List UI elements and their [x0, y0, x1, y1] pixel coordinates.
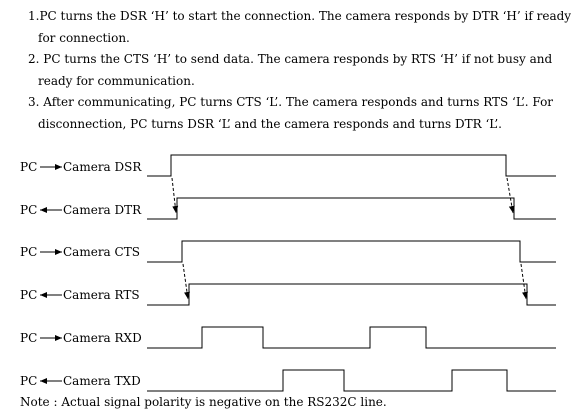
- signal-label-pc: PC: [20, 288, 37, 302]
- dtr-waveform: [147, 197, 556, 220]
- cts-waveform: [147, 240, 556, 263]
- signal-row-cts: PC Camera CTS: [20, 240, 556, 263]
- signal-label-name: Camera TXD: [63, 374, 141, 388]
- signal-label-name: Camera DSR: [63, 160, 142, 174]
- step-3-line-1: 3. After communicating, PC turns CTS ‘L’…: [28, 95, 554, 109]
- signal-label-pc: PC: [20, 374, 37, 388]
- signal-row-rxd: PC Camera RXD: [20, 326, 556, 349]
- dsr-to-dtr-fall-dependency: [506, 177, 515, 214]
- signal-label-pc: PC: [20, 245, 37, 259]
- step-1-line-1: 1.PC turns the DSR ‘H’ to start the conn…: [28, 9, 572, 23]
- signal-label-name: Camera RXD: [63, 331, 142, 345]
- polarity-note: Note : Actual signal polarity is negativ…: [20, 395, 387, 409]
- rxd-waveform: [147, 326, 556, 349]
- step-2-line-2: ready for communication.: [38, 74, 195, 88]
- dsr-waveform: [147, 154, 556, 177]
- cts-to-rts-fall-dependency: [520, 263, 528, 300]
- signal-label-pc: PC: [20, 203, 37, 217]
- signal-label-name: Camera RTS: [63, 288, 140, 302]
- signal-label-name: Camera DTR: [63, 203, 142, 217]
- signal-row-dsr: PC Camera DSR: [20, 154, 556, 177]
- step-2-line-1: 2. PC turns the CTS ‘H’ to send data. Th…: [28, 52, 553, 66]
- step-1-line-2: for connection.: [38, 31, 130, 45]
- cts-to-rts-rise-dependency: [182, 263, 190, 300]
- signal-label-pc: PC: [20, 160, 37, 174]
- rts-waveform: [147, 283, 556, 306]
- step-3-line-2: disconnection, PC turns DSR ‘L’ and the …: [38, 117, 502, 131]
- signal-row-dtr: PC Camera DTR: [20, 177, 556, 220]
- signal-label-name: Camera CTS: [63, 245, 140, 259]
- txd-waveform: [147, 369, 556, 392]
- signal-row-txd: PC Camera TXD: [20, 369, 556, 392]
- signal-label-pc: PC: [20, 331, 37, 345]
- dsr-to-dtr-rise-dependency: [171, 177, 179, 214]
- signal-row-rts: PC Camera RTS: [20, 263, 556, 306]
